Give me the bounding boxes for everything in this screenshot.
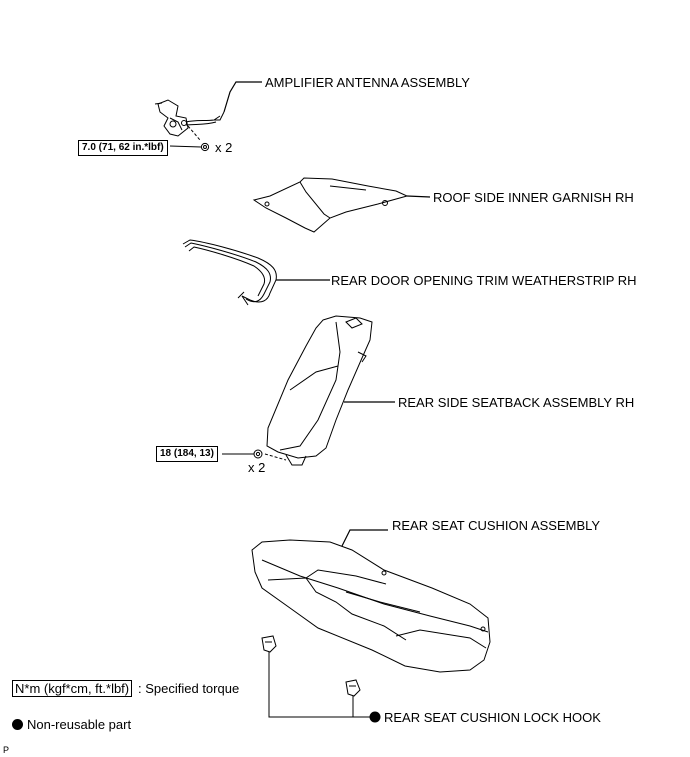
seatback-bolt-drawing bbox=[222, 449, 287, 461]
qty-antenna-bolt: x 2 bbox=[215, 140, 233, 155]
torque-antenna-bolt: 7.0 (71, 62 in.*lbf) bbox=[78, 140, 168, 156]
legend-torque-unit: N*m (kgf*cm, ft.*lbf) bbox=[12, 680, 133, 697]
qty-seatback-bolt: x 2 bbox=[248, 460, 266, 475]
label-seatback: REAR SIDE SEATBACK ASSEMBLY RH bbox=[398, 395, 635, 410]
legend-torque-desc: : Specified torque bbox=[138, 681, 240, 696]
legend-non-reusable: Non-reusable part bbox=[12, 717, 131, 732]
non-reusable-legend-dot bbox=[12, 719, 23, 730]
label-seat-cushion: REAR SEAT CUSHION ASSEMBLY bbox=[392, 518, 601, 533]
label-weatherstrip: REAR DOOR OPENING TRIM WEATHERSTRIP RH bbox=[331, 273, 637, 288]
roof-side-garnish-drawing bbox=[252, 177, 431, 233]
weatherstrip-drawing bbox=[182, 239, 330, 306]
amplifier-antenna-drawing bbox=[154, 81, 262, 137]
legend-non-reusable-text: Non-reusable part bbox=[27, 717, 132, 732]
lock-hook-drawing bbox=[261, 635, 376, 718]
seatback-drawing bbox=[266, 315, 395, 466]
seat-cushion-drawing bbox=[251, 529, 491, 673]
label-roof-side-garnish: ROOF SIDE INNER GARNISH RH bbox=[433, 190, 634, 205]
label-amplifier-antenna: AMPLIFIER ANTENNA ASSEMBLY bbox=[265, 75, 470, 90]
corner-mark: P bbox=[3, 745, 10, 755]
label-lock-hook: REAR SEAT CUSHION LOCK HOOK bbox=[384, 710, 601, 725]
non-reusable-dot bbox=[369, 711, 381, 723]
antenna-bolt-drawing bbox=[169, 125, 210, 152]
torque-seatback-bolt: 18 (184, 13) bbox=[156, 446, 218, 462]
